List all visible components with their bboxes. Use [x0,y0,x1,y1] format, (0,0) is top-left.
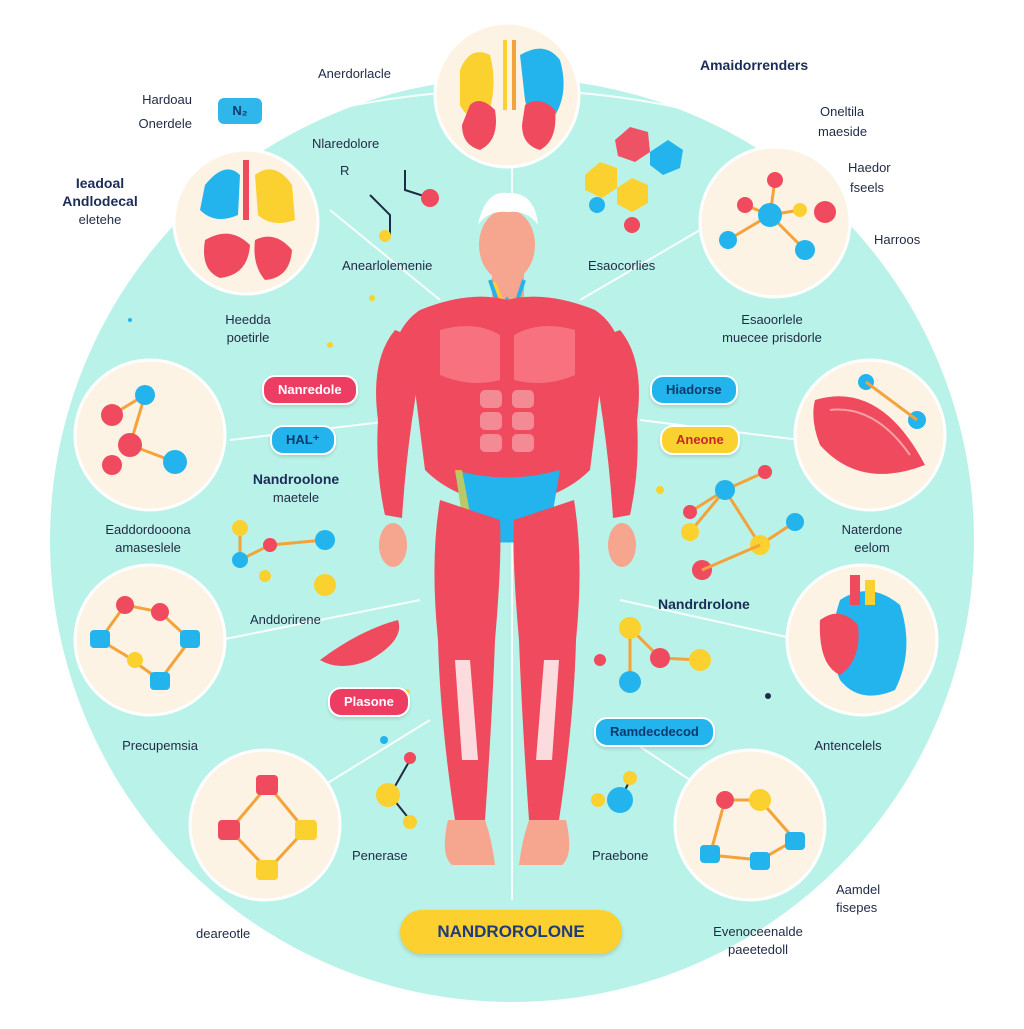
floating-molecule-top-center [369,170,439,242]
label-bottom-right-1a: Aamdel [836,882,881,897]
label-left-endo-1: Eaddordooona [105,522,191,537]
label-top-r: R [340,163,350,178]
label-right-musc-1: Esaoorlele [741,312,803,327]
label-bottom-right-1b: fisepes [836,900,878,915]
pill-plasone: Plasone [328,687,410,717]
label-right-2: Harroos [874,232,921,247]
label-left-heads-2: poetirle [226,330,270,345]
label-right-1b: fseels [850,180,884,195]
label-left-1a: Ieadoal [75,175,125,191]
floating-molecule-left-low [232,520,336,596]
label-left-nandro-1: Nandroolone [252,471,340,487]
muscular-figure [376,192,639,865]
pill-nanredole: Nanredole [262,375,358,405]
circle-molecule-bottom-left [188,748,342,902]
label-left-nandro-2: maetele [272,490,320,505]
label-right-nandro: Nandrdrolone [658,596,750,612]
muscle-fragment [320,620,400,666]
sparkles [128,295,771,744]
circle-heart-right [785,563,939,717]
label-left-1c: eletehe [78,212,122,227]
label-bottom-right-2b: paeetedoll [728,942,788,957]
label-bottom-right-2a: Evenoceenalde [713,924,803,939]
title-banner: NANDROROLONE [400,910,622,954]
label-left-endo-2: amaseslele [115,540,181,555]
pill-hal: HAL⁺ [270,425,336,455]
label-right-nater-1: Naterdone [841,522,903,537]
label-top-right-3: maeside [818,124,868,139]
label-right-1a: Haedor [848,160,891,175]
label-bottom-pene: Penerase [352,848,408,863]
label-bottom-prae: Praebone [592,848,649,863]
floating-molecule-right-low [594,617,711,693]
label-top-right-1: Amaidorrenders [700,57,809,73]
label-top-left-2: Onerdele [138,116,192,131]
label-left-andor: Anddorirene [250,612,321,627]
label-top-nandro: Nlaredolore [312,136,380,151]
label-top-left-1: Hardoau [142,92,192,107]
circle-molecule-right-top [698,145,852,299]
label-center-right: Esaocorlies [588,258,656,273]
n2-tag: N₂ [218,98,262,124]
label-top-right-2: Oneltila [820,104,865,119]
pill-ramdecdecod: Ramdecdecod [594,717,715,747]
circle-muscle-right [793,358,947,512]
circle-kidneys [433,21,581,169]
label-left-heads-1: Heedda [225,312,271,327]
label-left-prec: Precupemsia [122,738,198,753]
hexagon-molecule [585,127,683,233]
label-center-left: Anearlolemenie [342,258,433,273]
circle-lungs [172,148,320,296]
circle-molecule-left-mid [73,358,227,512]
label-bottom-left: deareotle [196,926,251,941]
pill-aneone: Aneone [660,425,740,455]
circle-molecule-left-low [73,563,227,717]
label-right-nater-2: eelom [854,540,890,555]
label-left-1b: Andlodecal [62,193,138,209]
label-right-anten: Antencelels [814,738,882,753]
pill-hiadorse: Hiadorse [650,375,738,405]
circle-molecule-bottom-right [673,748,827,902]
floating-molecule-right-mid [681,465,804,580]
floating-molecule-bottom-center [376,752,637,829]
label-right-musc-2: muecee prisdorle [722,330,822,345]
label-top-kidney: Anerdorlacle [318,66,391,81]
